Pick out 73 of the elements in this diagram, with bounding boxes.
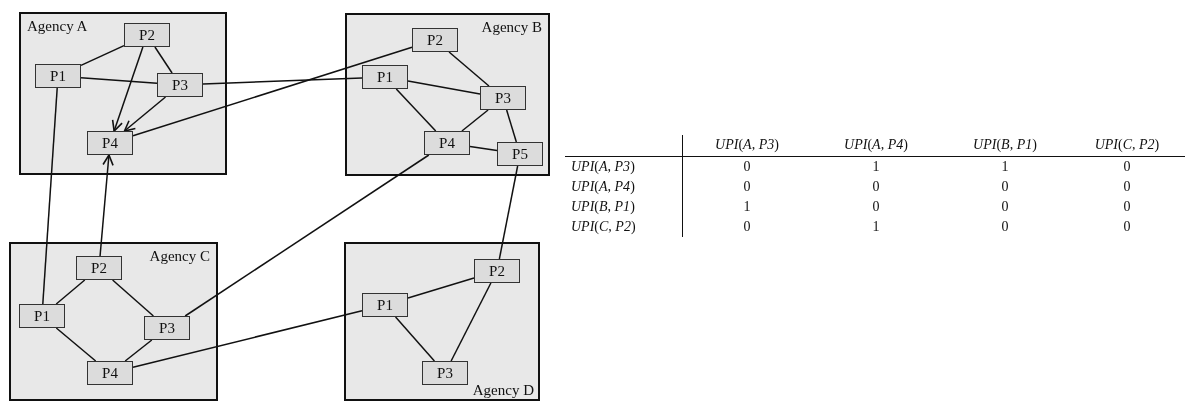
connector-line xyxy=(80,44,125,67)
process-box: P1 xyxy=(35,64,81,88)
agency-box xyxy=(345,13,550,176)
process-box: P2 xyxy=(474,259,520,283)
agency-label: Agency A xyxy=(27,18,88,35)
matrix-value: 0 xyxy=(743,179,751,194)
process-box: P3 xyxy=(157,73,203,97)
column-header: UPI(B, P1) xyxy=(973,137,1037,152)
matrix-value: 0 xyxy=(743,159,751,174)
row-header: UPI(A, P3) xyxy=(571,159,635,174)
matrix-value: 0 xyxy=(1123,179,1131,194)
process-box: P2 xyxy=(412,28,458,52)
connector-line xyxy=(469,145,498,152)
connector-line xyxy=(505,109,518,143)
agency-box xyxy=(19,12,227,175)
matrix-value: 0 xyxy=(1001,219,1009,234)
connector-line xyxy=(407,80,481,95)
connector-line xyxy=(184,154,430,317)
connector-line xyxy=(55,279,86,305)
matrix-value: 1 xyxy=(1001,159,1009,174)
connector-line xyxy=(154,46,173,74)
agency-label: Agency D xyxy=(472,382,534,399)
agency-box xyxy=(344,242,540,401)
process-box: P1 xyxy=(362,293,408,317)
matrix-value: 0 xyxy=(1123,199,1131,214)
connector-line xyxy=(132,309,363,369)
connector-line xyxy=(132,46,413,137)
connector-line xyxy=(395,88,437,132)
agency-label: Agency B xyxy=(481,19,542,36)
connector-line xyxy=(450,282,492,362)
column-header: UPI(A, P3) xyxy=(715,137,779,152)
column-header: UPI(A, P4) xyxy=(844,137,908,152)
connector-line xyxy=(42,87,58,305)
connector-line xyxy=(394,316,436,362)
process-box: P1 xyxy=(362,65,408,89)
process-box: P4 xyxy=(87,361,133,385)
connector-line xyxy=(80,76,158,85)
process-box: P3 xyxy=(144,316,190,340)
connector-line xyxy=(111,279,155,317)
connector-line xyxy=(124,339,153,362)
agency-box xyxy=(9,242,218,401)
process-box: P4 xyxy=(87,131,133,155)
row-header: UPI(A, P4) xyxy=(571,179,635,194)
agency-label: Agency C xyxy=(149,248,210,265)
row-header: UPI(B, P1) xyxy=(571,199,635,214)
connector-line xyxy=(461,109,489,132)
process-box: P3 xyxy=(422,361,468,385)
matrix-value: 0 xyxy=(1001,179,1009,194)
connector-line xyxy=(202,77,363,85)
matrix-value: 0 xyxy=(1001,199,1009,214)
connector-line xyxy=(55,327,97,362)
matrix-value: 0 xyxy=(743,219,751,234)
process-box: P2 xyxy=(76,256,122,280)
matrix-value: 0 xyxy=(1123,219,1131,234)
process-box: P3 xyxy=(480,86,526,110)
row-header: UPI(C, P2) xyxy=(571,219,636,234)
connector-line xyxy=(498,165,519,260)
matrix-value: 1 xyxy=(743,199,751,214)
process-box: P1 xyxy=(19,304,65,328)
matrix-value: 1 xyxy=(872,219,880,234)
matrix-value: 0 xyxy=(872,199,880,214)
process-box: P5 xyxy=(497,142,543,166)
column-header: UPI(C, P2) xyxy=(1094,137,1160,152)
arrow xyxy=(99,154,114,257)
matrix-value: 0 xyxy=(872,179,880,194)
arrow xyxy=(123,96,167,132)
arrow xyxy=(111,46,144,132)
connector-line xyxy=(448,51,490,87)
process-box: P4 xyxy=(424,131,470,155)
process-box: P2 xyxy=(124,23,170,47)
connector-line xyxy=(407,277,475,299)
matrix-value: 0 xyxy=(1123,159,1131,174)
matrix-value: 1 xyxy=(872,159,880,174)
